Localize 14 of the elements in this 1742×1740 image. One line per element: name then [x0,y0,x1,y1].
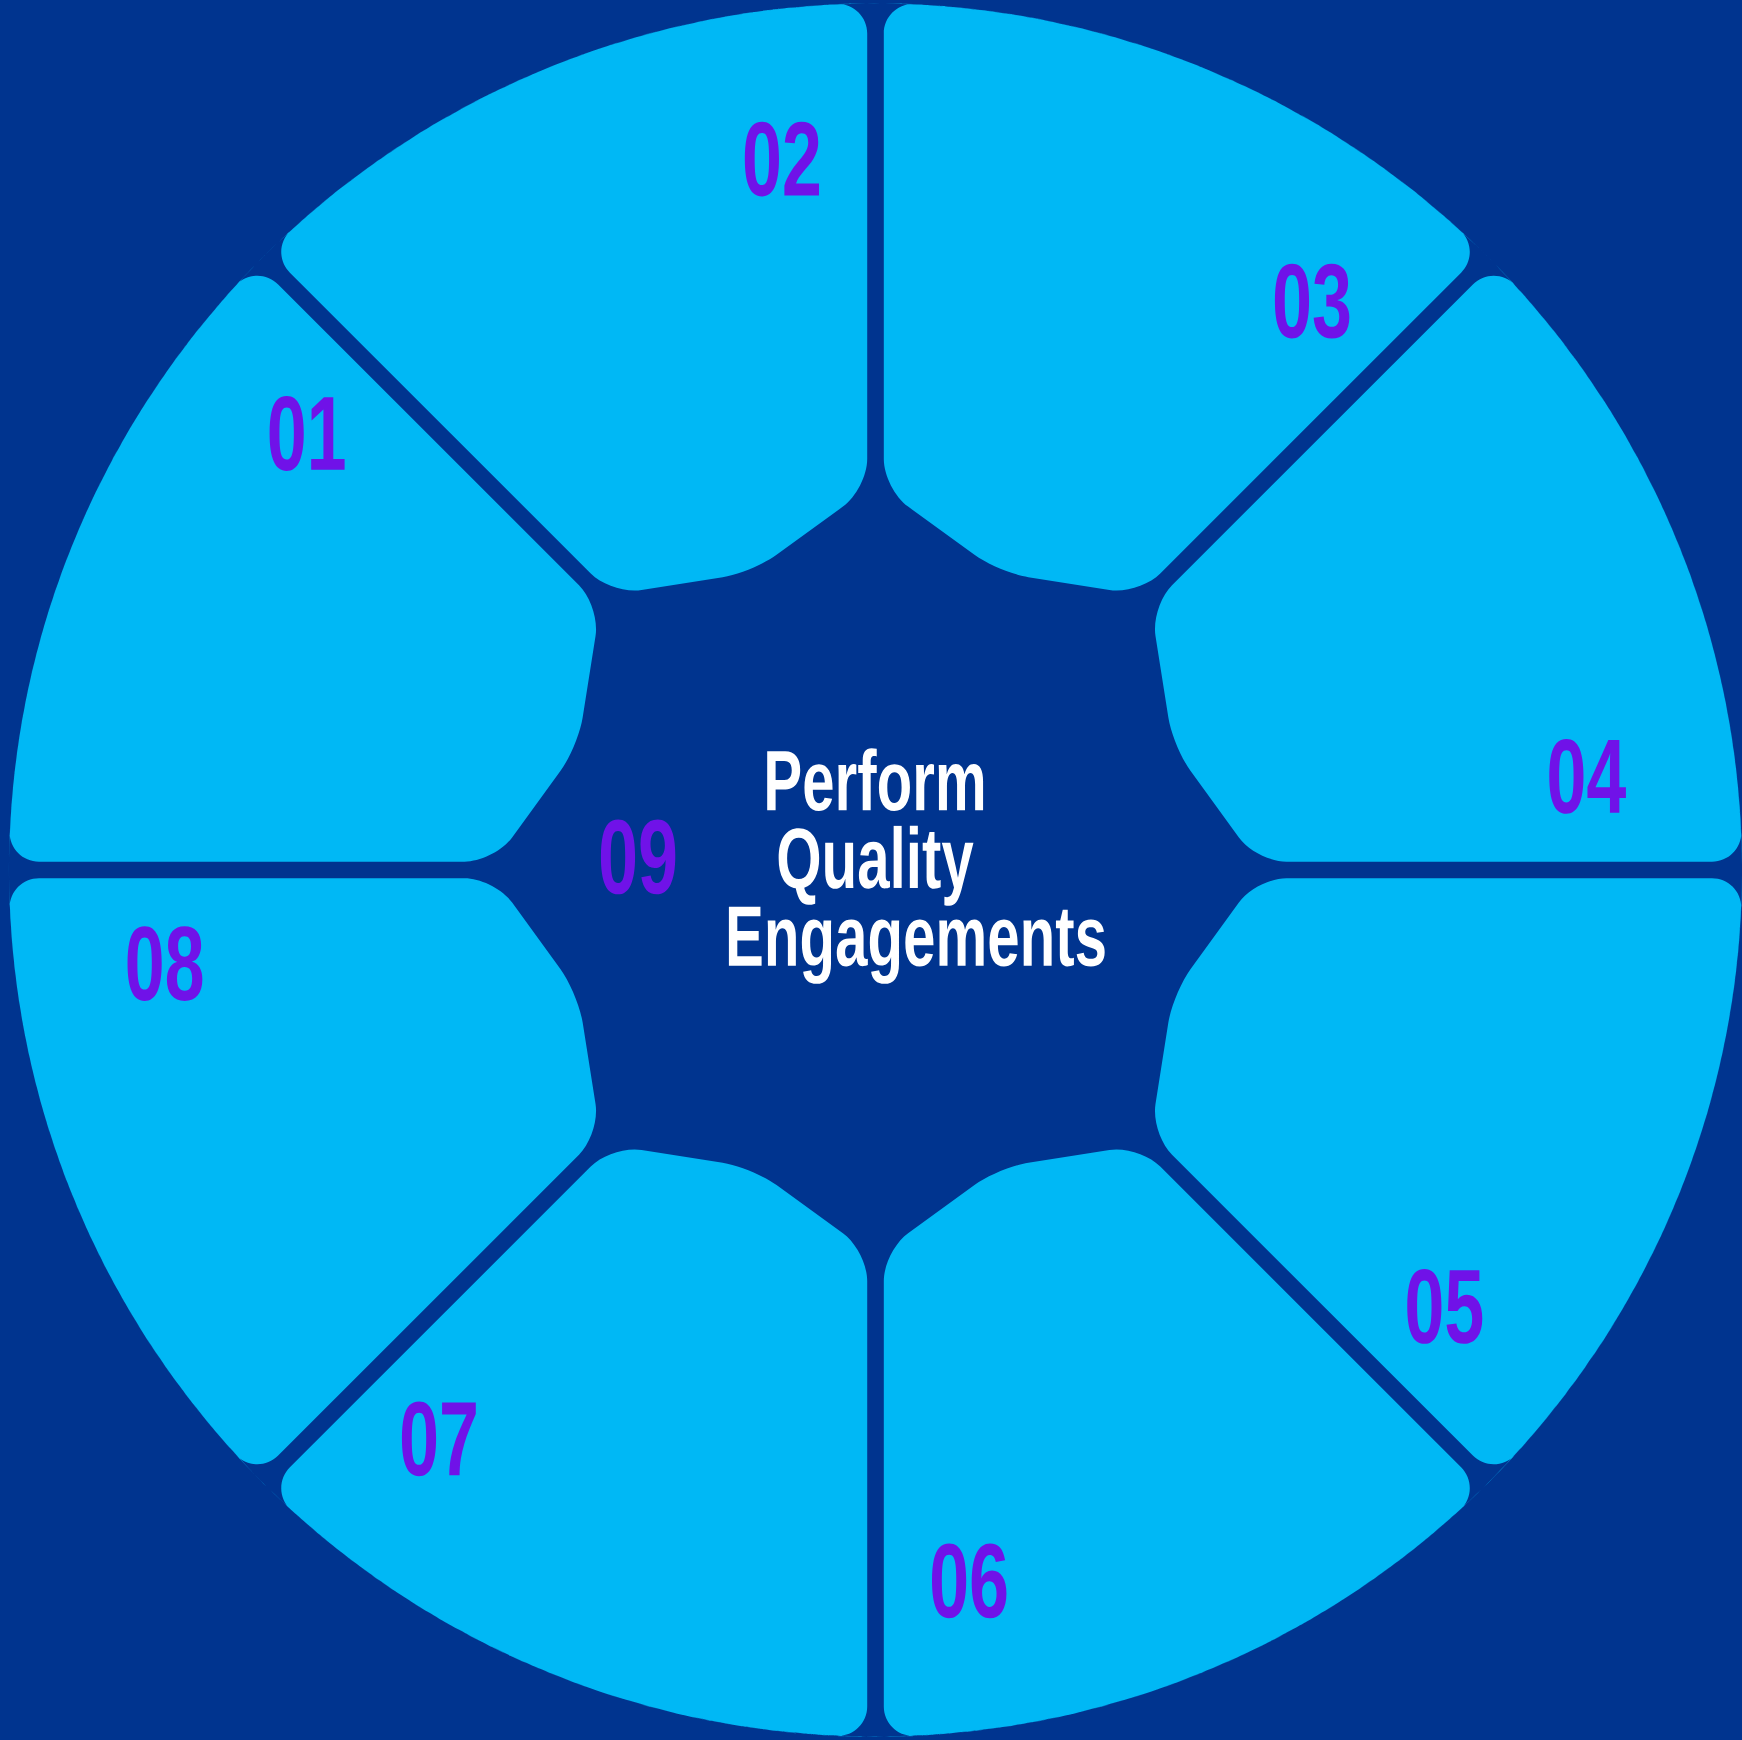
node-label: 01 [269,396,345,471]
node-label: 06 [932,1543,1007,1619]
segment: 01 [8,253,597,876]
node-label: 03 [1274,263,1350,339]
center-title: Perform Quality Engagements [728,748,1105,984]
step-number: 09 [600,819,676,895]
segment: 05 [1155,864,1742,1487]
node-label: 07 [401,1401,476,1477]
segment: 07 [259,1149,881,1737]
node-label: 02 [744,121,819,197]
segment: 03 [870,3,1492,591]
node-label: 04 [1549,739,1626,814]
node-label: 08 [127,926,203,1001]
node-label: 05 [1407,1269,1483,1344]
